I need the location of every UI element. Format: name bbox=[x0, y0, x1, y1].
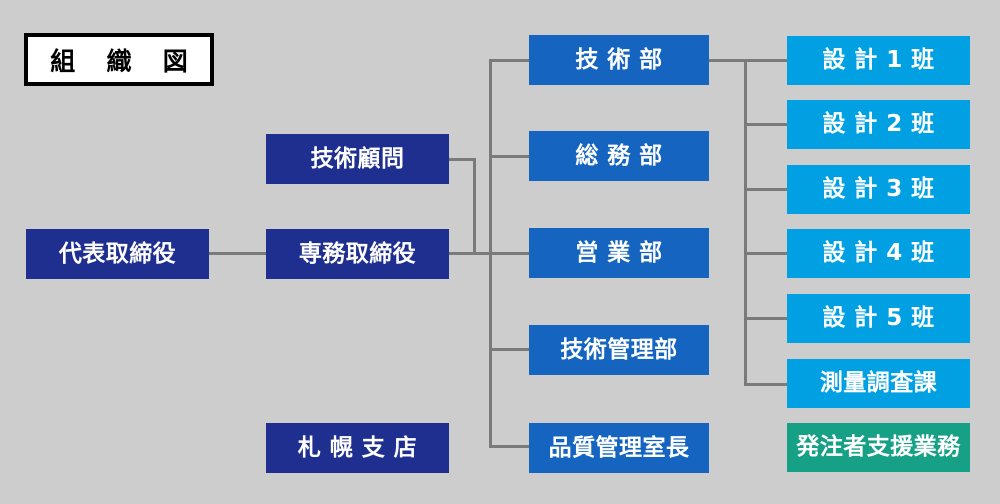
connector-engineering-to-team-trunk bbox=[709, 59, 747, 62]
node-label: 技術管理部 bbox=[560, 336, 678, 363]
node-label: 設 計 5 班 bbox=[822, 305, 935, 331]
connector-to-engineering-dept bbox=[489, 59, 532, 62]
connector-to-sales-dept bbox=[489, 252, 532, 255]
node-design-team-1[interactable]: 設 計 1 班 bbox=[787, 36, 970, 85]
connector-advisor-vertical bbox=[473, 158, 476, 255]
node-client-support-services[interactable]: 発注者支援業務 bbox=[787, 423, 970, 472]
node-label: 技 術 部 bbox=[575, 46, 663, 73]
connector-to-design-team-2 bbox=[744, 123, 790, 126]
chart-title-box: 組 織 図 bbox=[24, 33, 214, 86]
connector-advisor-stub bbox=[449, 158, 476, 161]
node-label: 営 業 部 bbox=[575, 239, 663, 266]
node-sales-dept[interactable]: 営 業 部 bbox=[529, 228, 709, 278]
chart-title-text: 組 織 図 bbox=[50, 46, 199, 76]
node-label: 総 務 部 bbox=[575, 142, 663, 169]
node-senior-managing-director[interactable]: 専務取締役 bbox=[266, 229, 449, 279]
node-technical-advisor[interactable]: 技術顧問 bbox=[266, 134, 449, 184]
node-label: 設 計 2 班 bbox=[822, 111, 935, 137]
node-design-team-5[interactable]: 設 計 5 班 bbox=[787, 294, 970, 343]
node-label: 設 計 1 班 bbox=[822, 47, 935, 73]
connector-to-design-team-1 bbox=[744, 59, 790, 62]
node-label: 札 幌 支 店 bbox=[297, 434, 418, 461]
connector-to-general-affairs-dept bbox=[489, 155, 532, 158]
connector-to-technical-management-dept bbox=[489, 348, 532, 351]
trunk-design-teams bbox=[744, 59, 747, 386]
node-label: 設 計 4 班 bbox=[822, 240, 935, 266]
node-label: 発注者支援業務 bbox=[796, 434, 961, 460]
node-survey-section[interactable]: 測量調査課 bbox=[787, 359, 970, 408]
node-general-affairs-dept[interactable]: 総 務 部 bbox=[529, 131, 709, 181]
node-representative-director[interactable]: 代表取締役 bbox=[26, 229, 209, 279]
node-sapporo-branch[interactable]: 札 幌 支 店 bbox=[266, 423, 449, 473]
node-design-team-4[interactable]: 設 計 4 班 bbox=[787, 229, 970, 278]
node-label: 設 計 3 班 bbox=[822, 176, 935, 202]
connector-to-design-team-5 bbox=[744, 317, 790, 320]
node-design-team-2[interactable]: 設 計 2 班 bbox=[787, 100, 970, 149]
node-label: 技術顧問 bbox=[310, 145, 405, 172]
connector-to-survey-section bbox=[744, 383, 790, 386]
connector-to-design-team-4 bbox=[744, 252, 790, 255]
node-engineering-dept[interactable]: 技 術 部 bbox=[529, 35, 709, 85]
node-design-team-3[interactable]: 設 計 3 班 bbox=[787, 165, 970, 214]
node-technical-management-dept[interactable]: 技術管理部 bbox=[529, 325, 709, 375]
connector-to-design-team-3 bbox=[744, 188, 790, 191]
node-label: 代表取締役 bbox=[58, 240, 177, 267]
node-quality-control-manager[interactable]: 品質管理室長 bbox=[529, 423, 709, 473]
connector-to-quality-control-manager bbox=[489, 445, 532, 448]
node-label: 専務取締役 bbox=[298, 240, 417, 267]
node-label: 測量調査課 bbox=[819, 370, 938, 396]
connector-ceo-to-smd bbox=[209, 252, 266, 255]
node-label: 品質管理室長 bbox=[548, 434, 690, 461]
